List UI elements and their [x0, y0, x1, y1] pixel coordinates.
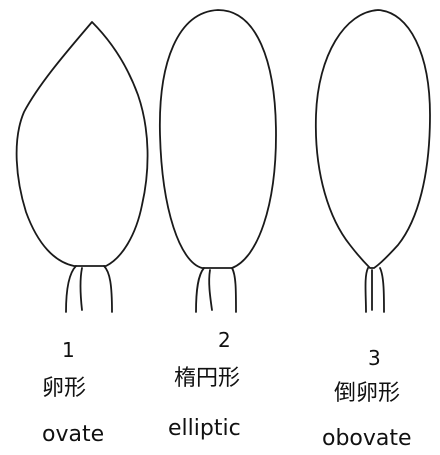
leaf-3-name-zh: 倒卵形 [334, 383, 400, 405]
leaf-2-number: 2 [218, 330, 231, 350]
leaf-1-name-en: ovate [42, 424, 104, 446]
elliptic-leaf-blade [160, 10, 276, 268]
ovate-leaf-drawing [17, 22, 148, 312]
leaf-3-name-en: obovate [322, 428, 412, 450]
elliptic-leaf-petiole [196, 268, 236, 312]
leaf-1-name-zh: 卵形 [42, 378, 86, 400]
obovate-leaf-blade [316, 10, 430, 268]
obovate-leaf-drawing [316, 10, 430, 312]
ovate-leaf-blade [17, 22, 148, 266]
leaf-2-name-en: elliptic [168, 418, 241, 440]
ovate-leaf-petiole [66, 266, 112, 312]
leaf-2-name-zh: 楕円形 [174, 368, 240, 390]
obovate-leaf-petiole [366, 268, 385, 312]
leaf-3-number: 3 [368, 348, 381, 368]
leaf-1-number: 1 [62, 340, 75, 360]
elliptic-leaf-drawing [160, 10, 276, 312]
